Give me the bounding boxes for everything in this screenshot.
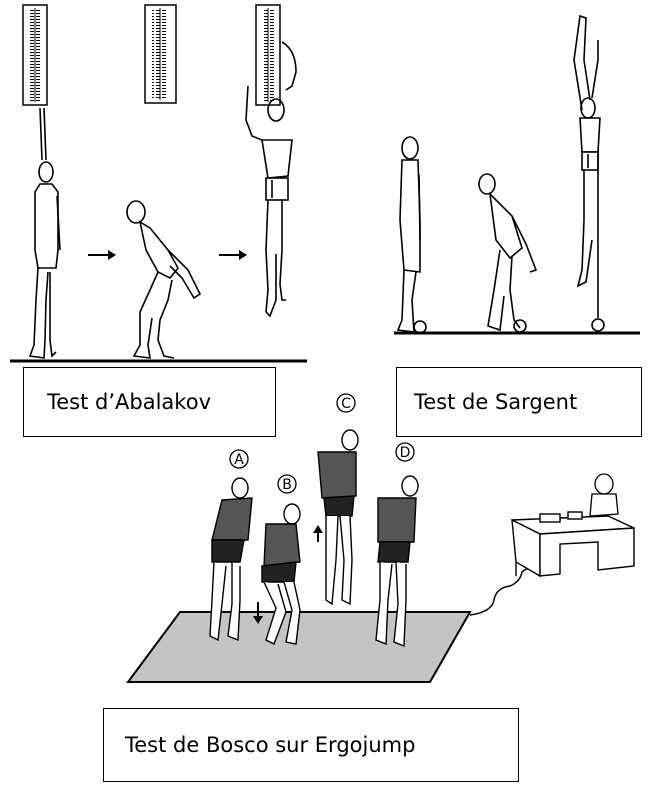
standing-athlete-figure xyxy=(30,108,60,358)
bosco-athlete-c xyxy=(318,430,358,604)
crouching-athlete-figure xyxy=(127,201,200,358)
sargent-standing-figure xyxy=(398,137,426,333)
sargent-jumping-figure xyxy=(574,16,604,331)
bosco-caption-text: Test de Bosco sur Ergojump xyxy=(125,733,415,757)
abalakov-panel xyxy=(10,5,307,361)
operator-desk xyxy=(512,512,634,576)
svg-text:C: C xyxy=(341,396,351,412)
sargent-panel xyxy=(394,16,640,333)
sargent-caption-text: Test de Sargent xyxy=(414,390,577,414)
sargent-crouching-figure xyxy=(479,174,536,332)
abalakov-caption: Test d’Abalakov xyxy=(23,367,276,437)
bosco-caption: Test de Bosco sur Ergojump xyxy=(103,708,519,782)
abalakov-caption-text: Test d’Abalakov xyxy=(47,390,211,414)
bosco-panel: A B C D xyxy=(128,394,634,682)
wall-ruler-3 xyxy=(256,5,280,105)
wall-ruler-1 xyxy=(23,5,47,105)
svg-text:D: D xyxy=(400,445,411,461)
phase-label-b: B xyxy=(278,475,296,493)
sequence-arrow-1 xyxy=(88,250,116,260)
phase-label-d: D xyxy=(396,443,414,461)
svg-text:A: A xyxy=(234,452,244,468)
phase-label-a: A xyxy=(230,450,248,468)
sargent-caption: Test de Sargent xyxy=(396,367,642,437)
svg-text:B: B xyxy=(282,477,292,493)
operator-figure xyxy=(590,474,618,516)
up-arrow-icon xyxy=(313,525,323,542)
sequence-arrow-2 xyxy=(219,250,247,260)
wall-ruler-2 xyxy=(145,5,176,103)
phase-label-c: C xyxy=(337,394,355,412)
